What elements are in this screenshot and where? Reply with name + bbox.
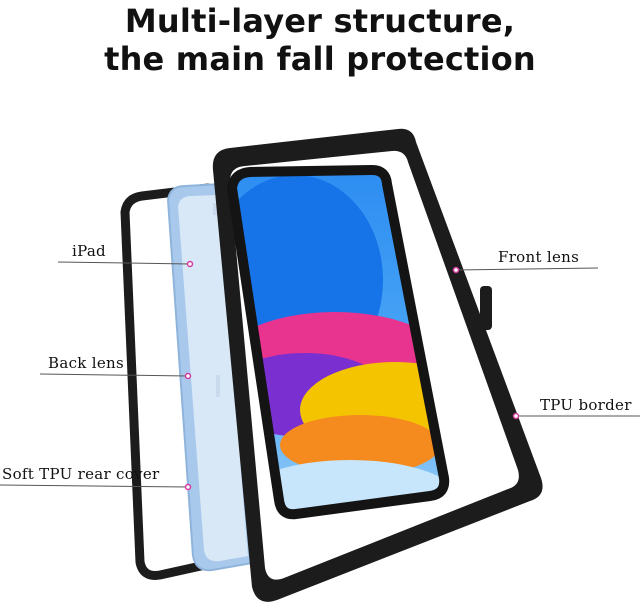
leader-dot-back-lens [184, 372, 192, 380]
label-tpu-border: TPU border [540, 396, 632, 414]
leader-back-lens [39, 373, 189, 377]
leader-lines [0, 261, 640, 488]
leader-ipad [57, 261, 191, 265]
leader-dots [184, 260, 520, 491]
label-soft-tpu-rear-cover: Soft TPU rear cover [2, 465, 160, 483]
label-ipad: iPad [72, 242, 106, 260]
headline: Multi-layer structure, the main fall pro… [0, 2, 640, 78]
headline-line-1: Multi-layer structure, [124, 2, 516, 40]
leader-dot-ipad [186, 260, 194, 268]
leader-dot-tpu-border [512, 412, 520, 420]
leader-dot-soft-tpu-rear-cover [184, 483, 192, 491]
leader-dot-front-lens [452, 266, 460, 274]
ipad-screen [232, 170, 445, 515]
ipad-screen-bezel [227, 165, 450, 520]
label-back-lens: Back lens [48, 354, 124, 372]
label-front-lens: Front lens [498, 248, 580, 266]
headline-line-2: the main fall protection [104, 40, 536, 78]
leader-front-lens [455, 267, 599, 271]
leader-soft-tpu-rear-cover [0, 484, 189, 488]
back-lens [178, 195, 248, 562]
frame-side-button [480, 286, 492, 330]
